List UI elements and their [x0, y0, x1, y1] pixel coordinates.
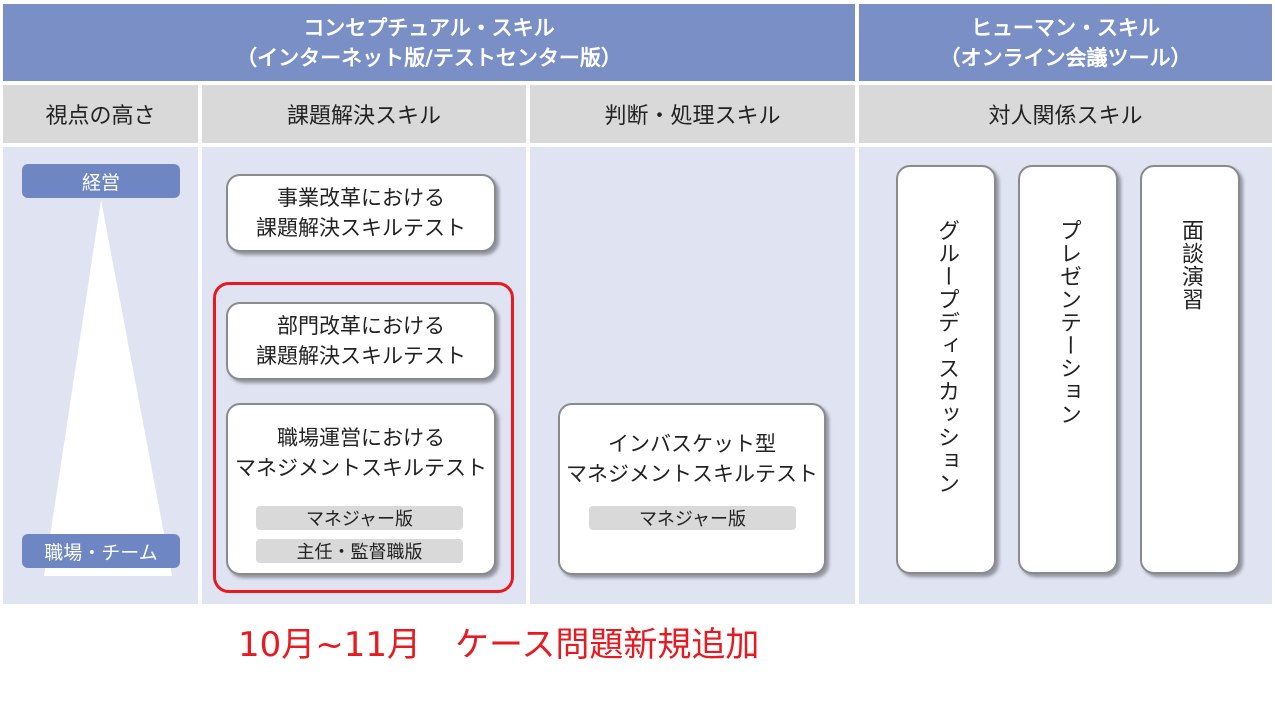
card-line: マネジメントスキルテスト — [235, 456, 487, 480]
card-line: 事業改革における — [277, 186, 445, 210]
card-line: 課題解決スキルテスト — [256, 344, 466, 368]
interview-exercise-card[interactable]: 面談演習 — [1140, 165, 1240, 574]
problem-solving-header: 課題解決スキル — [202, 85, 526, 143]
conceptual-skill-subtitle: （インターネット版/テストセンター版） — [236, 45, 622, 70]
manager-edition-tag: マネジャー版 — [256, 506, 463, 530]
business-reform-test-card[interactable]: 事業改革における 課題解決スキルテスト — [226, 174, 496, 252]
card-line: 職場運営における — [277, 426, 445, 450]
interview-exercise-label: 面談演習 — [1178, 219, 1203, 311]
judgment-header: 判断・処理スキル — [530, 85, 855, 143]
presentation-card[interactable]: プレゼンテーション — [1018, 165, 1118, 574]
human-skill-title: ヒューマン・スキル — [971, 15, 1160, 40]
card-line: マネジメントスキルテスト — [566, 462, 818, 486]
workplace-team-label: 職場・チーム — [22, 534, 180, 568]
interpersonal-header: 対人関係スキル — [859, 85, 1272, 143]
group-discussion-label: グループディスカッション — [934, 219, 959, 495]
supervisor-edition-tag: 主任・監督職版 — [256, 539, 463, 563]
card-line: インバスケット型 — [608, 432, 776, 456]
card-line: 部門改革における — [277, 314, 445, 338]
perspective-triangle-shape — [44, 200, 172, 576]
presentation-label: プレゼンテーション — [1056, 219, 1081, 426]
conceptual-skill-title: コンセプチュアル・スキル — [303, 15, 555, 40]
card-line: 課題解決スキルテスト — [256, 216, 466, 240]
group-discussion-card[interactable]: グループディスカッション — [896, 165, 996, 574]
inbasket-test-card[interactable]: インバスケット型 マネジメントスキルテスト — [558, 403, 826, 575]
top-management-label: 経営 — [22, 164, 180, 198]
inbasket-manager-edition-tag: マネジャー版 — [589, 506, 796, 530]
perspective-header: 視点の高さ — [3, 85, 198, 143]
department-reform-test-card[interactable]: 部門改革における 課題解決スキルテスト — [226, 302, 496, 380]
new-case-note: 10月~11月 ケース問題新規追加 — [238, 625, 760, 665]
human-skill-header: ヒューマン・スキル （オンライン会議ツール） — [859, 4, 1272, 81]
new-case-highlight — [213, 282, 514, 593]
conceptual-skill-header: コンセプチュアル・スキル （インターネット版/テストセンター版） — [3, 4, 855, 81]
human-skill-subtitle: （オンライン会議ツール） — [939, 45, 1192, 70]
